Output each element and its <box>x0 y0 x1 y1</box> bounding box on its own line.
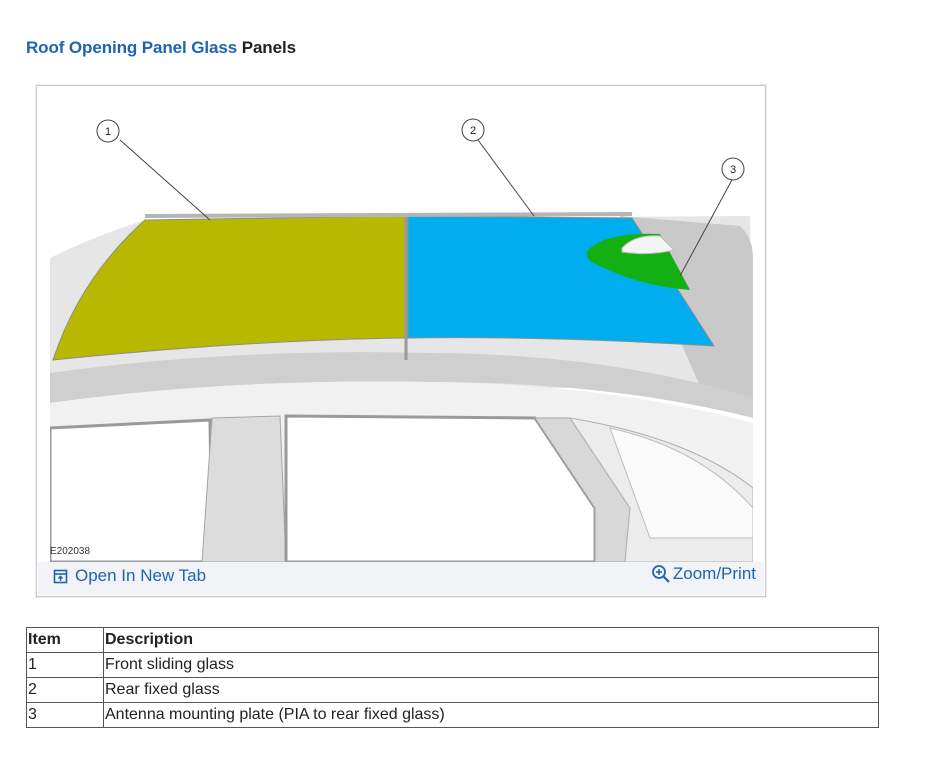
roof-glass-illustration: 1 2 3 E202038 <box>50 118 753 562</box>
rear-quarter-glass <box>609 427 753 539</box>
svg-text:3: 3 <box>730 164 736 176</box>
item-description: Rear fixed glass <box>103 677 879 703</box>
figure-panel: 1 2 3 E202038 Open In New Tab <box>36 85 766 597</box>
title-suffix: Panels <box>241 38 296 57</box>
callout-3: 3 <box>721 157 745 181</box>
leader-2 <box>477 139 535 217</box>
zoom-in-icon <box>651 565 670 583</box>
open-in-new-tab-link[interactable]: Open In New Tab <box>53 566 206 586</box>
svg-text:1: 1 <box>105 126 111 138</box>
item-number: 1 <box>26 652 104 678</box>
header-item: Item <box>26 627 104 653</box>
window-left <box>50 418 214 562</box>
leader-1 <box>119 139 211 221</box>
table-row: 3 Antenna mounting plate (PIA to rear fi… <box>26 702 879 728</box>
open-new-tab-icon <box>53 569 68 583</box>
callout-2: 2 <box>461 118 485 142</box>
table-header-row: Item Description <box>26 627 879 653</box>
front-sliding-glass <box>52 215 406 361</box>
roof-rail <box>50 352 753 418</box>
svg-text:2: 2 <box>470 125 476 137</box>
antenna-fin <box>621 235 675 255</box>
items-table: Item Description 1 Front sliding glass 2… <box>26 627 879 728</box>
item-description: Antenna mounting plate (PIA to rear fixe… <box>103 702 879 728</box>
title-link[interactable]: Roof Opening Panel Glass <box>26 38 238 57</box>
page-title: Roof Opening Panel Glass Panels <box>26 38 296 58</box>
item-number: 3 <box>26 702 104 728</box>
zoom-label: Zoom/Print <box>672 564 756 583</box>
figure-toolbar: Open In New Tab Zoom/Print <box>38 562 764 595</box>
table-row: 1 Front sliding glass <box>26 652 879 678</box>
callout-1: 1 <box>96 119 120 143</box>
image-code: E202038 <box>50 546 90 557</box>
item-description: Front sliding glass <box>103 652 879 678</box>
leader-3 <box>679 177 734 277</box>
header-description: Description <box>103 627 879 653</box>
zoom-print-link[interactable]: Zoom/Print <box>651 564 756 584</box>
b-pillar <box>201 415 287 562</box>
open-tab-label: Open In New Tab <box>75 566 207 585</box>
table-row: 2 Rear fixed glass <box>26 677 879 703</box>
item-number: 2 <box>26 677 104 703</box>
